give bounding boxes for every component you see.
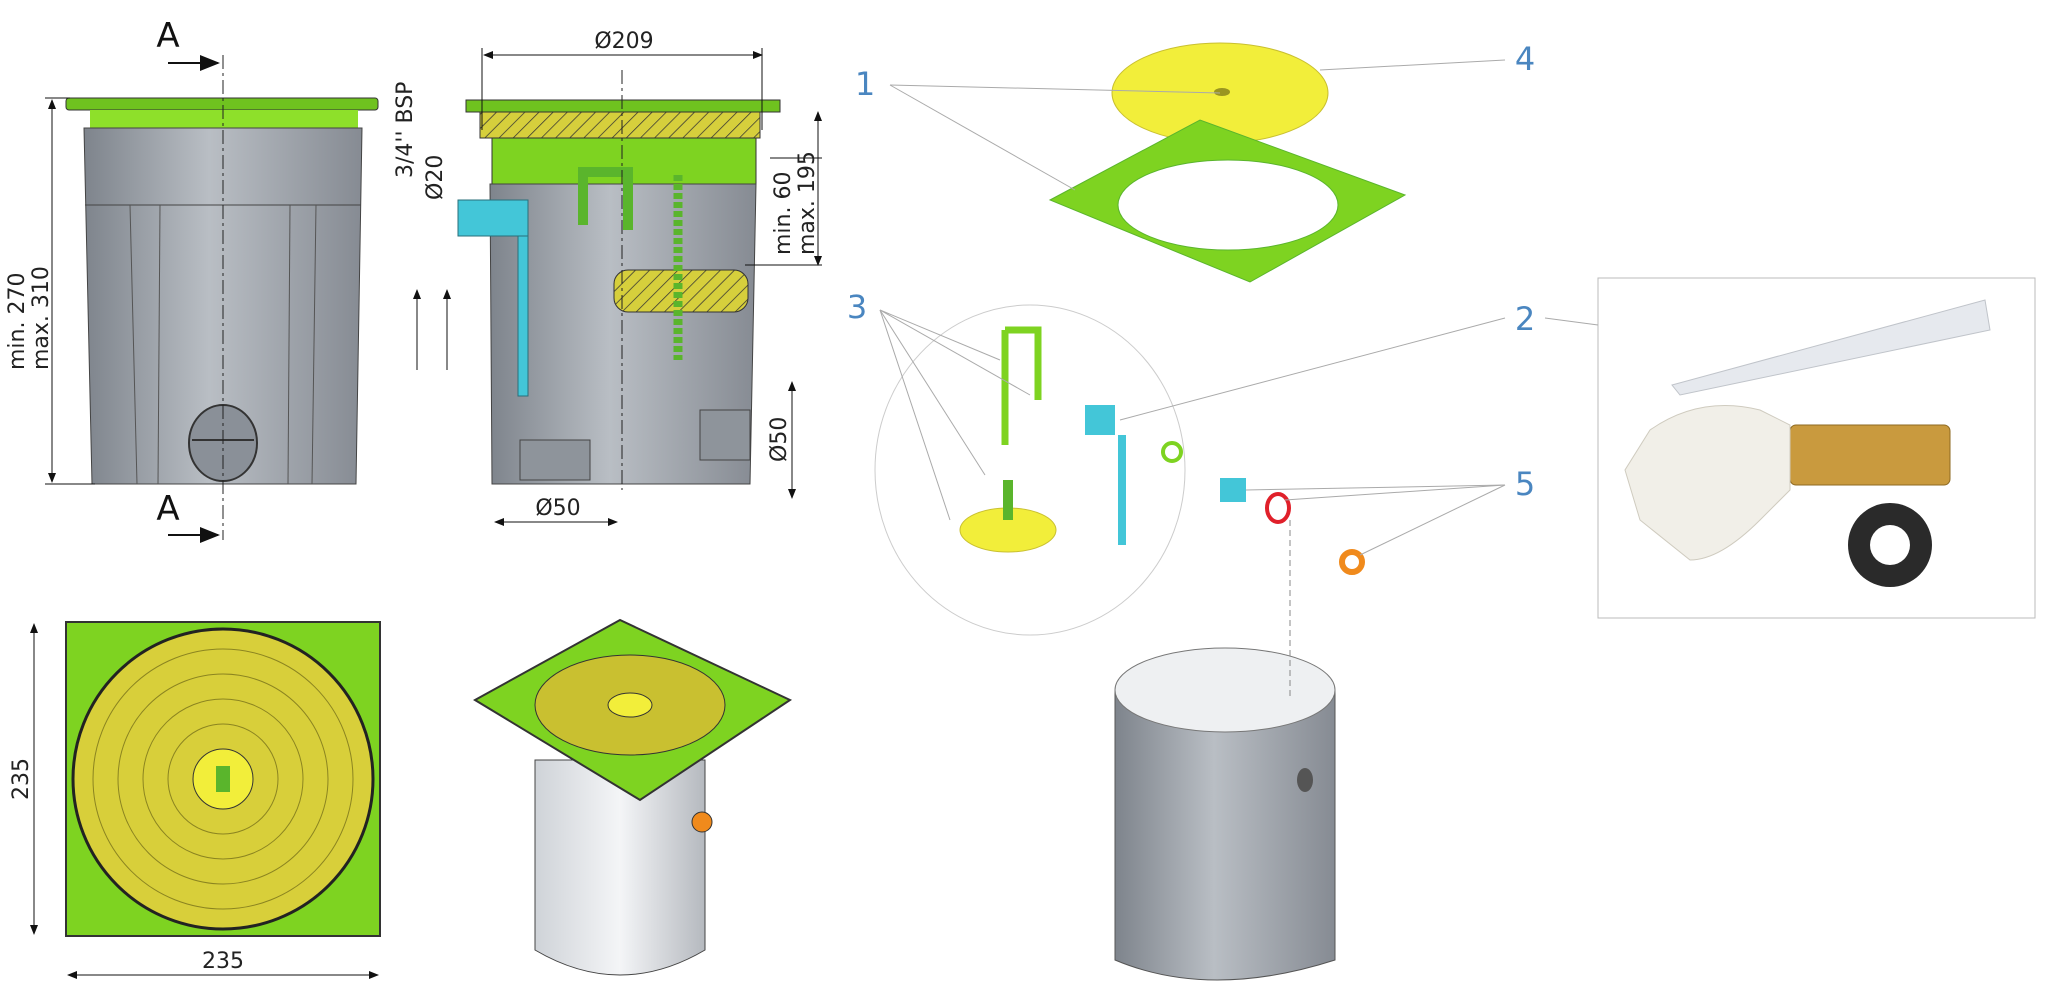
callout-1: 1 xyxy=(855,65,875,103)
front-view: A A min. 270 max. 310 xyxy=(5,16,379,543)
top-view-height-label: 235 xyxy=(9,758,34,800)
callout-4: 4 xyxy=(1515,40,1535,78)
callout-5: 5 xyxy=(1515,465,1535,503)
level-max-label: max. 195 xyxy=(795,151,820,255)
section-mark-bottom: A xyxy=(156,489,179,529)
bottom-outlet-diameter-label: Ø50 xyxy=(535,496,580,521)
exploded-view: 1 2 3 4 5 xyxy=(847,40,1599,981)
section-view: Ø209 3/4'' BSP Ø20 min. 60 max. 195 Ø50 … xyxy=(393,29,822,526)
inlet-diameter-label: Ø20 xyxy=(423,155,448,200)
section-mark-top: A xyxy=(156,16,179,56)
callout-3: 3 xyxy=(847,288,867,326)
height-min-label: min. 270 xyxy=(5,273,30,370)
callout-2: 2 xyxy=(1515,300,1535,338)
height-max-label: max. 310 xyxy=(29,266,54,370)
thread-label: 3/4'' BSP xyxy=(393,82,418,178)
valve-photo-inset xyxy=(1597,277,2036,619)
diameter-209-label: Ø209 xyxy=(594,29,653,54)
level-min-label: min. 60 xyxy=(771,172,796,255)
top-view: 235 235 xyxy=(9,621,381,979)
top-view-width-label: 235 xyxy=(202,949,244,974)
side-outlet-diameter-label: Ø50 xyxy=(767,417,792,462)
iso-view xyxy=(473,618,793,976)
